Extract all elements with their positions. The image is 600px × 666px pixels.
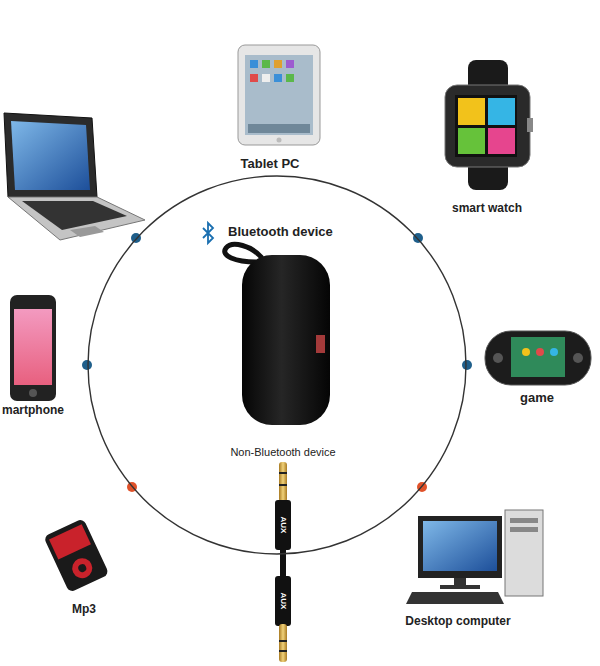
bluetooth-symbol	[203, 223, 213, 243]
game-console-picture	[485, 331, 591, 385]
circle-note: Non-Bluetooth device	[230, 446, 335, 459]
device-label: Tablet PC	[241, 157, 300, 172]
device-label: Mp3	[72, 603, 96, 617]
circle-dots	[82, 233, 472, 492]
bluetooth-circle: Bluetooth deviceNon-Bluetooth device	[87, 175, 467, 555]
aux-cable-picture	[275, 462, 291, 662]
device-label: game	[520, 391, 554, 406]
device-label: Desktop computer	[405, 615, 510, 629]
speaker-picture	[225, 244, 330, 425]
mp3-player-picture	[43, 518, 109, 593]
desktop-computer-picture	[406, 510, 543, 604]
cable-label: AUX	[278, 593, 287, 610]
device-label: smart watch	[452, 202, 522, 216]
circle-heading: Bluetooth device	[228, 225, 333, 240]
smartwatch-picture	[445, 60, 533, 190]
tablet-picture	[238, 45, 320, 145]
smartphone-picture	[10, 295, 56, 401]
laptop-picture	[4, 113, 145, 240]
cable-label: AUX	[278, 517, 287, 534]
device-label: martphone	[2, 404, 64, 418]
